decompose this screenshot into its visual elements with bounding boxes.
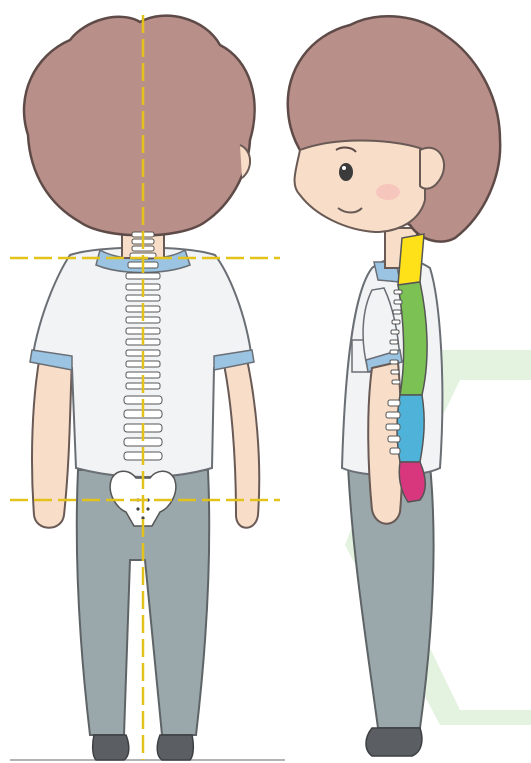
right-shoe	[157, 735, 193, 760]
cheek-blush	[376, 184, 400, 200]
left-shoe	[93, 735, 129, 760]
right-arm	[222, 355, 259, 528]
side-face	[295, 141, 425, 232]
spine-cervical-segment	[398, 234, 424, 285]
eye-icon	[339, 163, 353, 181]
eye-highlight	[342, 166, 346, 170]
spine-lumbar-segment	[397, 395, 424, 462]
back-view-figure	[10, 15, 285, 760]
side-shoe	[366, 728, 422, 756]
side-view-figure	[288, 16, 500, 756]
left-arm	[32, 355, 72, 528]
back-hair	[24, 16, 255, 236]
